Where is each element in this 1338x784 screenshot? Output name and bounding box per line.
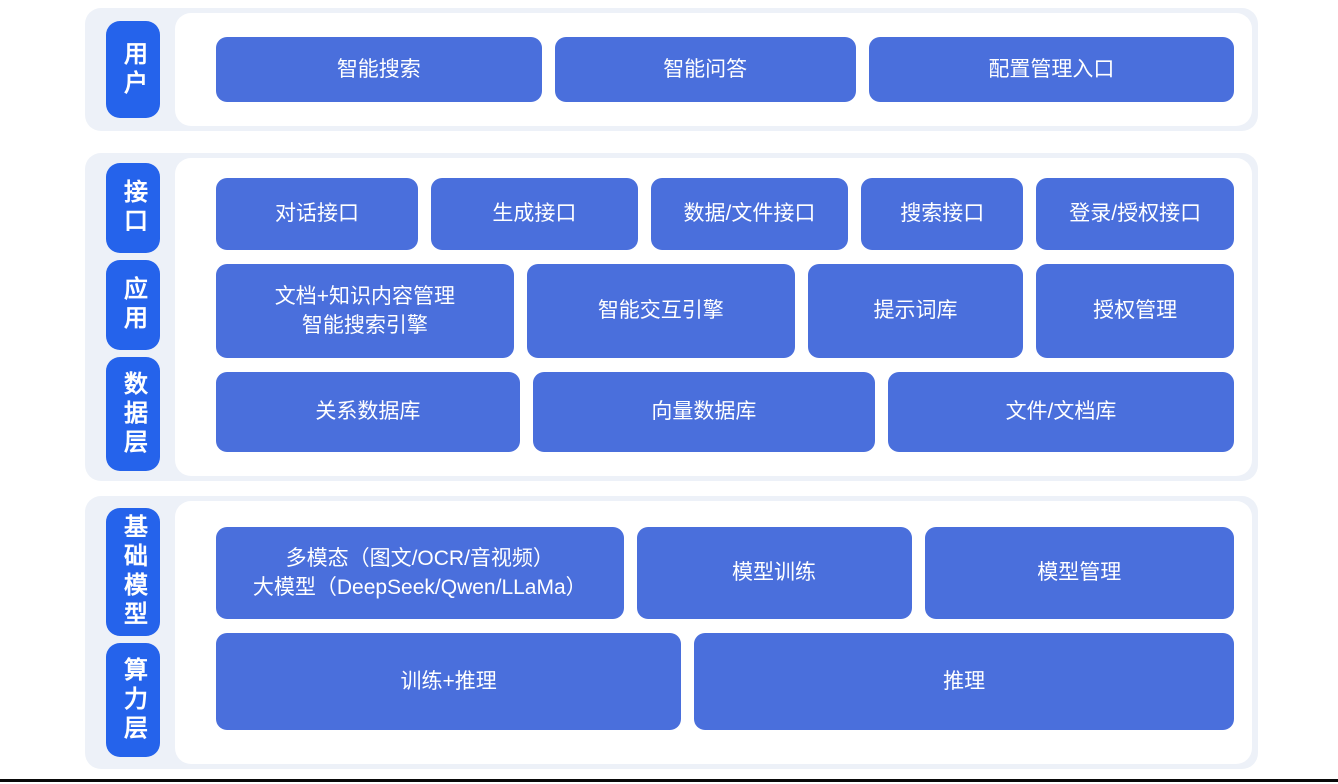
node-smart-search: 智能搜索 [216,37,542,102]
panel-foundation-compute: 多模态（图文/OCR/音视频） 大模型（DeepSeek/Qwen/LLaMa）… [175,501,1252,764]
layer-label-user: 用户 [106,21,160,118]
node-smart-interaction-engine: 智能交互引擎 [526,264,795,358]
row-compute: 训练+推理 推理 [216,633,1234,730]
node-relational-database: 关系数据库 [216,372,520,452]
node-model-training: 模型训练 [636,527,912,619]
node-smart-qa: 智能问答 [554,37,856,102]
node-file-document-store: 文件/文档库 [887,372,1234,452]
row-data-stores: 关系数据库 向量数据库 文件/文档库 [216,372,1234,452]
layer-label-application: 应用 [106,260,160,350]
section-user-layer: 用户 智能搜索 智能问答 配置管理入口 [85,8,1258,131]
layer-label-compute: 算力层 [106,643,160,757]
node-search-api: 搜索接口 [861,178,1024,250]
node-generate-api: 生成接口 [431,178,638,250]
node-config-management-entry: 配置管理入口 [868,37,1234,102]
bottom-border-line [0,779,1338,782]
rail-foundation-compute: 基础模型 算力层 [91,501,175,764]
layer-label-foundation-model: 基础模型 [106,508,160,636]
layer-label-data: 数据层 [106,357,160,471]
layer-label-interface: 接口 [106,163,160,253]
rail-interface-app-data: 接口 应用 数据层 [91,158,175,476]
panel-user-layer: 智能搜索 智能问答 配置管理入口 [175,13,1252,126]
node-multimodal-llm: 多模态（图文/OCR/音视频） 大模型（DeepSeek/Qwen/LLaMa） [216,527,624,619]
node-authorization-management: 授权管理 [1036,264,1234,358]
node-training-inference: 训练+推理 [216,633,682,730]
rail-user-layer: 用户 [91,13,175,126]
node-vector-database: 向量数据库 [532,372,875,452]
section-foundation-compute: 基础模型 算力层 多模态（图文/OCR/音视频） 大模型（DeepSeek/Qw… [85,496,1258,769]
node-login-auth-api: 登录/授权接口 [1036,178,1234,250]
node-data-file-api: 数据/文件接口 [650,178,849,250]
section-interface-app-data: 接口 应用 数据层 对话接口 生成接口 数据/文件接口 搜索接口 登录/授权接口… [85,153,1258,481]
row-interfaces: 对话接口 生成接口 数据/文件接口 搜索接口 登录/授权接口 [216,178,1234,250]
panel-interface-app-data: 对话接口 生成接口 数据/文件接口 搜索接口 登录/授权接口 文档+知识内容管理… [175,158,1252,476]
row-user-entries: 智能搜索 智能问答 配置管理入口 [216,37,1234,102]
node-inference: 推理 [694,633,1234,730]
node-prompt-library: 提示词库 [807,264,1024,358]
node-doc-knowledge-search-engine: 文档+知识内容管理 智能搜索引擎 [216,264,514,358]
row-applications: 文档+知识内容管理 智能搜索引擎 智能交互引擎 提示词库 授权管理 [216,264,1234,358]
layer-stack: 用户 智能搜索 智能问答 配置管理入口 接口 应用 数据层 对话接口 生成接口 [85,8,1258,769]
row-foundation-models: 多模态（图文/OCR/音视频） 大模型（DeepSeek/Qwen/LLaMa）… [216,527,1234,619]
node-dialog-api: 对话接口 [216,178,419,250]
node-model-management: 模型管理 [924,527,1234,619]
